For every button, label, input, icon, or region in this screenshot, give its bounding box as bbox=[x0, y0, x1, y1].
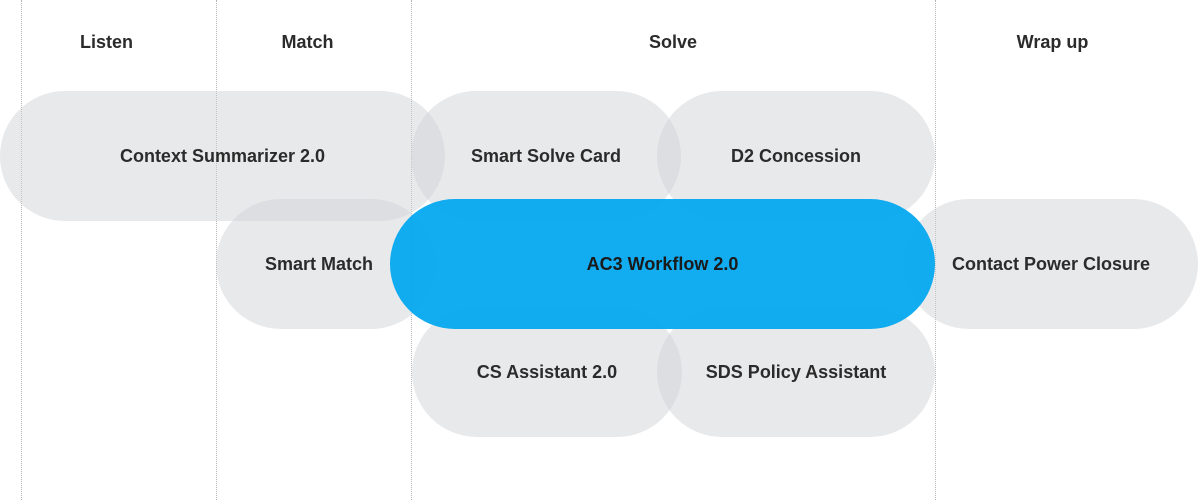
column-divider-listen-start bbox=[21, 0, 22, 500]
phase-header-wrap-up: Wrap up bbox=[1016, 32, 1089, 52]
tool-contact-power-closure[interactable]: Contact Power Closure bbox=[904, 199, 1198, 329]
tool-label: SDS Policy Assistant bbox=[705, 361, 887, 382]
phase-header-solve: Solve bbox=[648, 32, 698, 52]
tool-label: AC3 Workflow 2.0 bbox=[586, 253, 739, 274]
tool-label: Contact Power Closure bbox=[951, 253, 1151, 274]
tool-label: Smart Match bbox=[265, 253, 374, 274]
phase-header-match: Match bbox=[281, 32, 334, 52]
tool-label: CS Assistant 2.0 bbox=[476, 361, 618, 382]
tool-label: Smart Solve Card bbox=[470, 145, 622, 166]
tool-label: D2 Concession bbox=[730, 145, 862, 166]
phase-header-listen: Listen bbox=[79, 32, 133, 52]
tool-ac3-workflow[interactable]: AC3 Workflow 2.0 bbox=[390, 199, 935, 329]
tool-label: Context Summarizer 2.0 bbox=[119, 145, 326, 166]
